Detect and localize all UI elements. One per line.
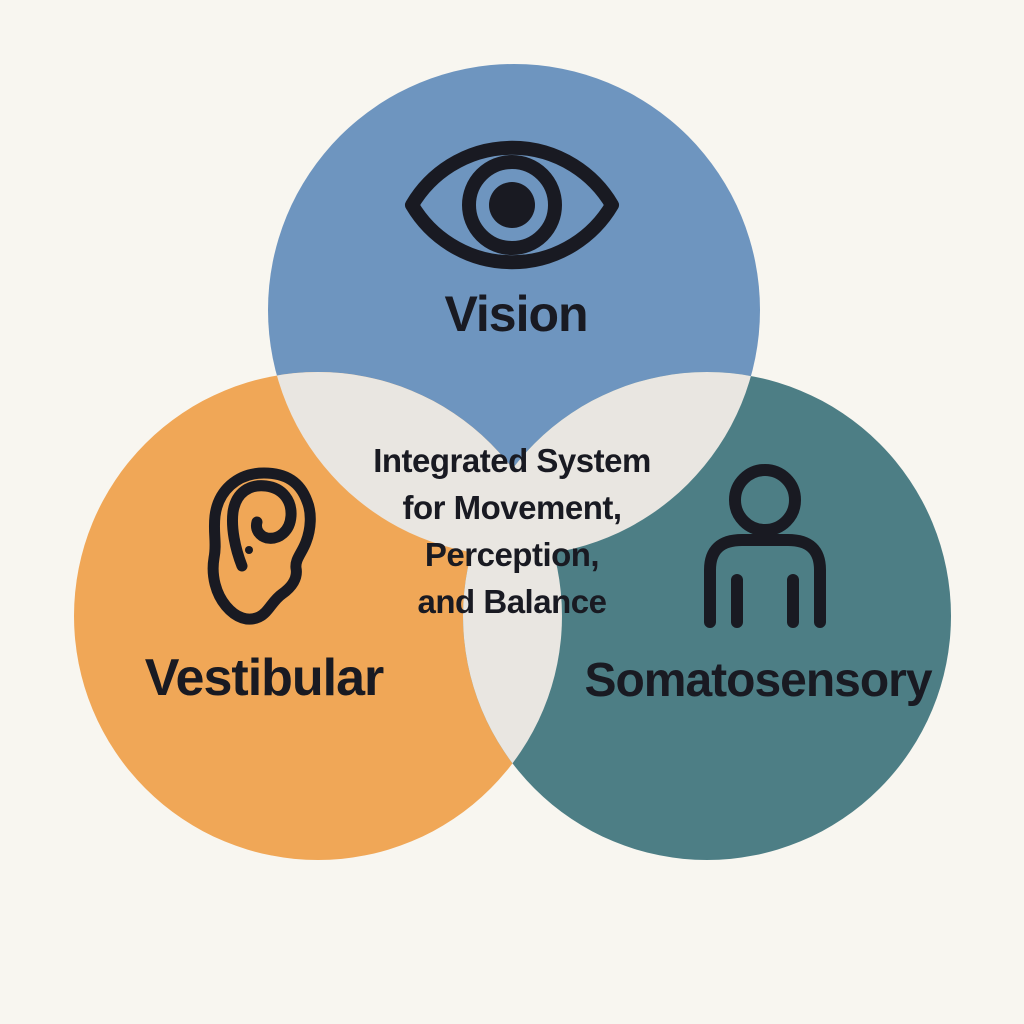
eye-icon xyxy=(405,140,619,270)
center-text-line-2: for Movement, xyxy=(402,489,621,526)
somatosensory-label: Somatosensory xyxy=(584,654,932,707)
overlap-vision-vestibular xyxy=(268,372,562,556)
ear-icon xyxy=(207,467,316,625)
vision-label: Vision xyxy=(444,286,587,342)
eye-pupil xyxy=(489,182,535,228)
center-text-line-1: Integrated System xyxy=(373,442,651,479)
overlap-vision-somatosensory xyxy=(463,372,760,556)
center-text-line-3: Perception, xyxy=(425,536,599,573)
vestibular-label: Vestibular xyxy=(145,649,384,707)
ear-dot xyxy=(245,546,253,554)
center-text-line-4: and Balance xyxy=(418,583,607,620)
person-icon xyxy=(704,464,826,628)
